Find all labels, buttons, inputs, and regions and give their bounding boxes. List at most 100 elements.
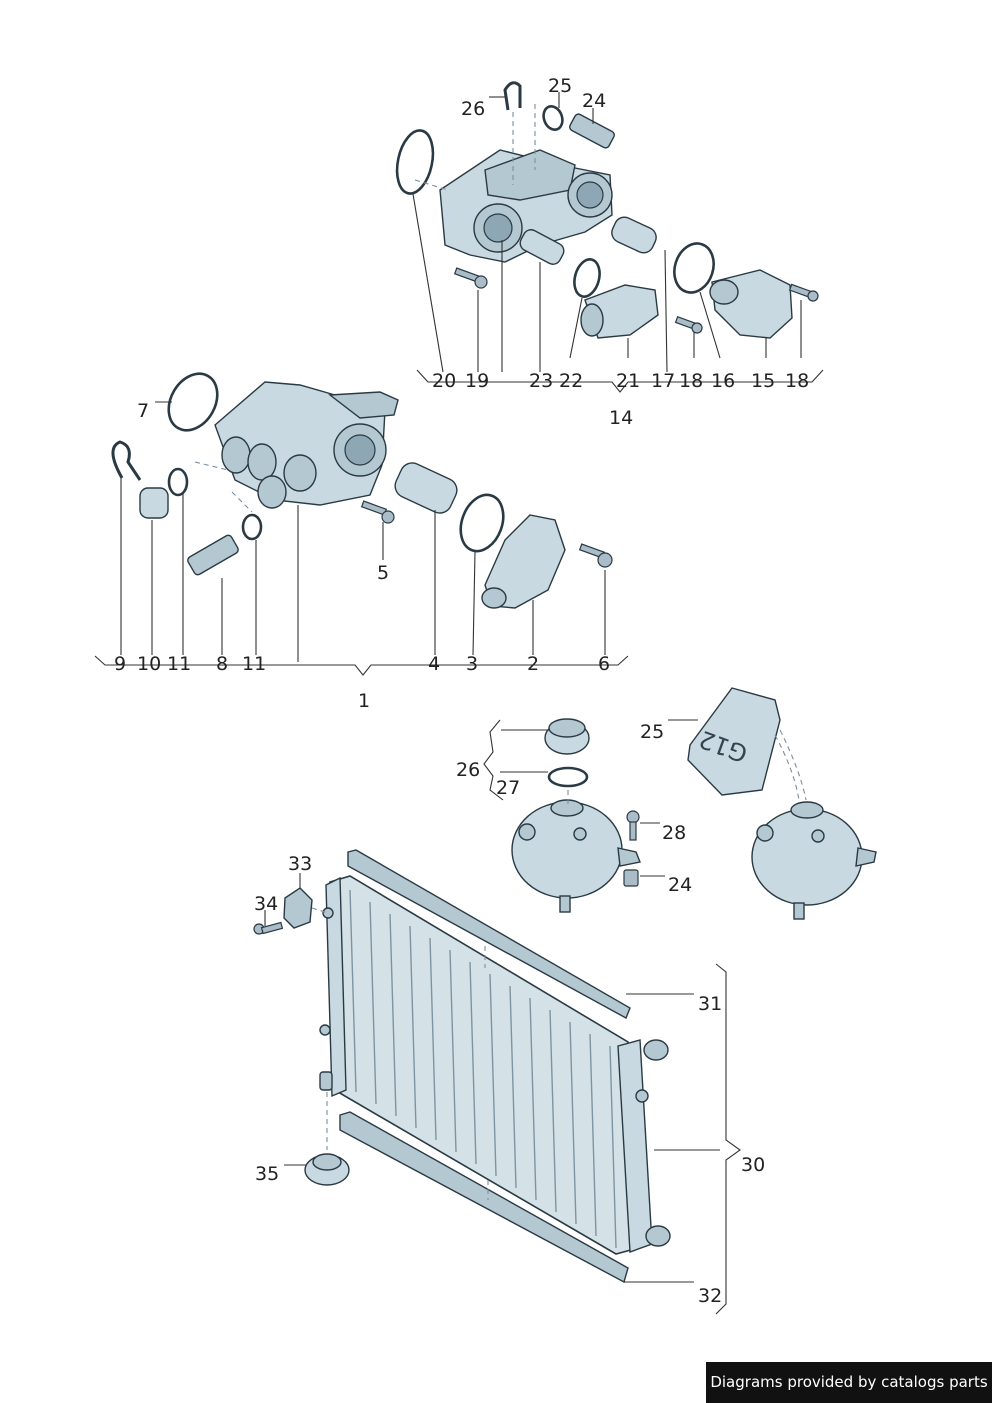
callout-7: 7 [137, 400, 149, 422]
callout-26-top: 26 [461, 98, 485, 120]
tank-neck-right [790, 801, 824, 819]
tank-bracket-right [855, 847, 877, 867]
nut-24 [623, 869, 639, 887]
mounting-bracket-33 [283, 887, 313, 929]
callout-32: 32 [698, 1285, 722, 1307]
bolt-6 [578, 543, 613, 568]
radiator-port-upper [635, 1089, 649, 1103]
callout-34: 34 [254, 893, 278, 915]
flange-pipe-port [580, 303, 604, 337]
callout-labels: 20 19 23 22 21 17 18 16 15 18 14 26 25 2… [114, 75, 809, 1307]
callout-2: 2 [527, 653, 539, 675]
radiator-mount-pin [319, 1071, 333, 1091]
callout-18a: 18 [679, 370, 703, 392]
callout-28: 28 [662, 822, 686, 844]
callout-35: 35 [255, 1163, 279, 1185]
bottom-seal-strip-32 [339, 1111, 629, 1284]
top-seal-strip-31 [347, 849, 631, 1019]
cover-outlet [481, 587, 507, 609]
o-ring-11b [241, 513, 263, 541]
plug-10 [139, 487, 169, 519]
retaining-clip-9 [111, 440, 142, 481]
flange-pipe-a [221, 436, 251, 474]
callout-30: 30 [741, 1154, 765, 1176]
coolant-flange-assembly-1 [94, 372, 629, 676]
callout-25-top: 25 [548, 75, 572, 97]
tank-port-right-b [811, 829, 825, 843]
radiator-left-tank [325, 876, 347, 1098]
bolt-34 [253, 921, 284, 935]
radiator-group [253, 849, 741, 1315]
thermostat-17 [611, 216, 657, 254]
callout-17: 17 [651, 370, 675, 392]
coolant-jug-25: G12 [687, 687, 781, 796]
radiator-inlet [643, 1039, 669, 1061]
credit-banner: Diagrams provided by catalogs parts [706, 1362, 992, 1403]
o-ring-3 [459, 493, 505, 553]
o-ring-11a [167, 467, 189, 497]
housing-port-inner [576, 181, 604, 209]
radiator-fins [349, 889, 617, 1249]
flange-pipe-b [247, 443, 277, 481]
flange-pipe-c [283, 454, 317, 492]
callout-25: 25 [640, 721, 664, 743]
callout-11b: 11 [242, 653, 266, 675]
tank-port-left-b [573, 827, 587, 841]
callout-3: 3 [466, 653, 478, 675]
temperature-sensor-8 [187, 534, 239, 576]
callout-21: 21 [616, 370, 640, 392]
flange-pipe-d [257, 475, 287, 509]
callout-24: 24 [668, 874, 692, 896]
flange-port-inner [344, 434, 376, 466]
bolt-5 [360, 500, 395, 524]
callout-10: 10 [137, 653, 161, 675]
gasket-ring-7 [167, 372, 219, 432]
tank-cap-seal-27 [547, 766, 589, 788]
thermostat-4 [394, 462, 458, 514]
radiator-outlet [645, 1225, 671, 1247]
bolt-18b [674, 315, 703, 334]
callout-8: 8 [216, 653, 228, 675]
callout-20: 20 [432, 370, 456, 392]
thermostat-23 [519, 229, 565, 265]
tank-port-right-a [756, 824, 774, 842]
callout-18b: 18 [785, 370, 809, 392]
o-ring-22 [573, 258, 601, 298]
housing-flange-port-inner [483, 213, 513, 243]
callout-33: 33 [288, 853, 312, 875]
o-ring-25 [542, 105, 564, 131]
flange-upper-pipe [328, 391, 399, 419]
gasket-ring-20 [395, 129, 435, 195]
callout-1: 1 [358, 690, 370, 712]
tank-neck-left [550, 799, 584, 817]
bolt-19 [453, 267, 488, 289]
thermostat-housing-assembly-14 [395, 81, 824, 393]
callout-5: 5 [377, 562, 389, 584]
callout-24-top: 24 [582, 90, 606, 112]
bolt-28 [626, 810, 640, 841]
callout-16: 16 [711, 370, 735, 392]
callout-23: 23 [529, 370, 553, 392]
radiator-mount-top [322, 907, 334, 919]
callout-27: 27 [496, 777, 520, 799]
expansion-tank-right [751, 808, 863, 906]
temperature-sensor-24 [569, 113, 615, 149]
callout-6: 6 [598, 653, 610, 675]
bolt-18a [788, 283, 819, 302]
callout-15: 15 [751, 370, 775, 392]
tank-bottom-port-left [559, 895, 571, 913]
tank-bottom-port-right [793, 902, 805, 920]
tank-port-left-a [518, 823, 536, 841]
callout-31: 31 [698, 993, 722, 1015]
callout-9: 9 [114, 653, 126, 675]
callout-14: 14 [609, 407, 633, 429]
callout-22: 22 [559, 370, 583, 392]
callout-4: 4 [428, 653, 440, 675]
callout-26: 26 [456, 759, 480, 781]
cover-port [709, 279, 739, 305]
tank-cap-top [548, 718, 586, 738]
rubber-mount-top [312, 1153, 342, 1171]
expansion-tank-group: G12 [483, 687, 877, 920]
tank-bracket-left [617, 847, 641, 867]
